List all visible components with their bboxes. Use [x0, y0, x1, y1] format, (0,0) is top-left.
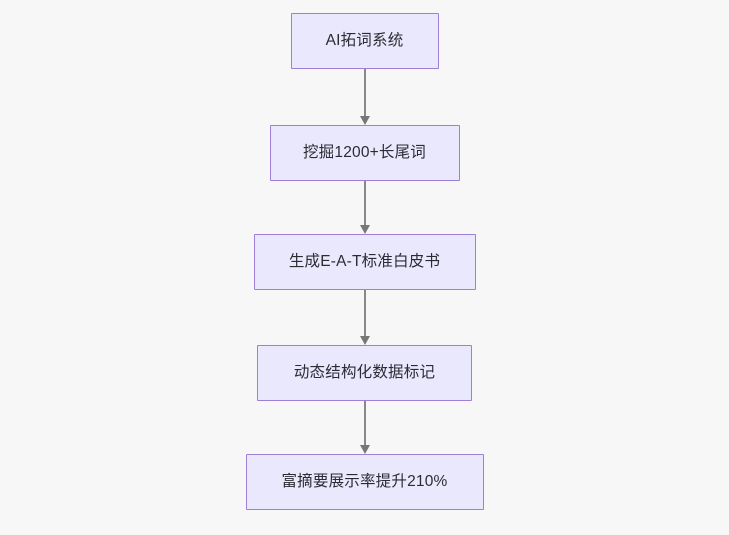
- arrowhead-icon: [359, 336, 370, 345]
- flowchart-node-1[interactable]: AI拓词系统: [290, 13, 439, 69]
- edge-line: [363, 290, 366, 337]
- flowchart-edge-3-to-4: [359, 290, 371, 345]
- arrowhead-icon: [359, 116, 370, 125]
- flowchart-node-5-label: 富摘要展示率提升210%: [281, 472, 448, 490]
- flowchart-node-4[interactable]: 动态结构化数据标记: [257, 345, 472, 401]
- edge-line: [363, 69, 366, 117]
- flowchart-edge-2-to-3: [359, 181, 371, 234]
- edge-line: [363, 401, 366, 446]
- flowchart-edge-1-to-2: [359, 69, 371, 125]
- flowchart-node-1-label: AI拓词系统: [325, 31, 404, 49]
- flowchart-edge-4-to-5: [359, 401, 371, 454]
- flowchart-node-2[interactable]: 挖掘1200+长尾词: [269, 125, 460, 181]
- arrowhead-icon: [359, 445, 370, 454]
- flowchart-node-2-label: 挖掘1200+长尾词: [302, 143, 427, 161]
- flowchart-node-4-label: 动态结构化数据标记: [293, 363, 436, 381]
- arrowhead-icon: [359, 225, 370, 234]
- flowchart-node-3-label: 生成E-A-T标准白皮书: [288, 252, 441, 270]
- edge-line: [363, 181, 366, 226]
- flowchart-node-3[interactable]: 生成E-A-T标准白皮书: [253, 234, 476, 290]
- flowchart-node-5[interactable]: 富摘要展示率提升210%: [245, 454, 484, 510]
